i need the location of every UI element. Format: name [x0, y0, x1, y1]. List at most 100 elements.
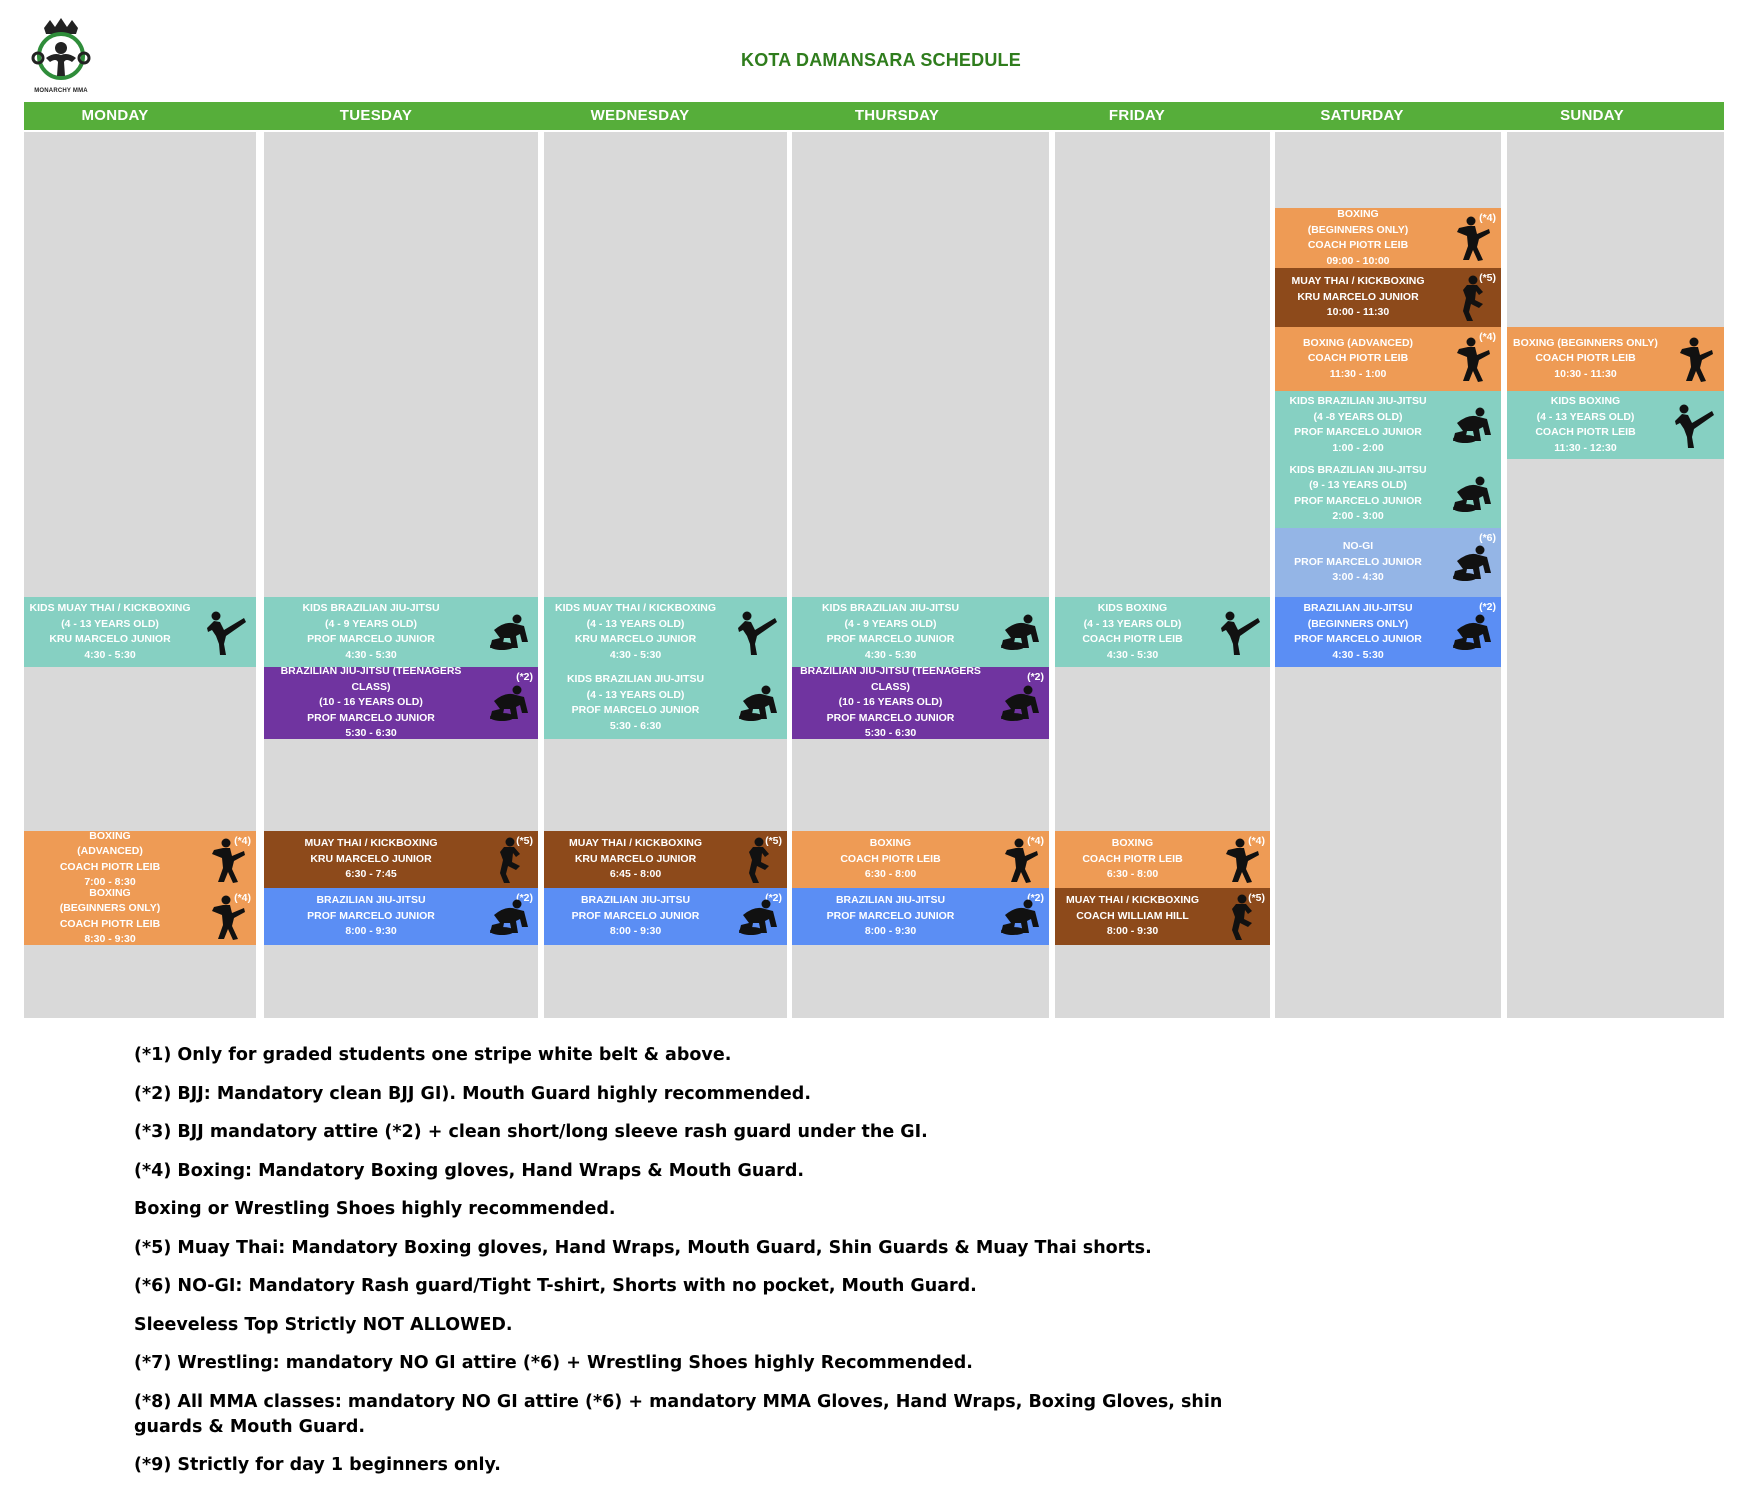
grappling-icon	[1449, 470, 1493, 518]
class-requirement-note: (*6)	[1479, 532, 1496, 544]
class-time: 4:30 - 5:30	[609, 648, 662, 661]
logo-caption: MONARCHY MMA	[34, 88, 88, 94]
attire-note: (*7) Wrestling: mandatory NO GI attire (…	[134, 1353, 973, 1373]
attire-notes: (*1) Only for graded students one stripe…	[134, 1043, 1254, 1492]
class-info: KIDS BRAZILIAN JIU-JITSU(4 - 13 YEARS OL…	[544, 667, 727, 739]
class-info: KIDS BRAZILIAN JIU-JITSU(4 - 9 YEARS OLD…	[792, 597, 989, 667]
boxer-icon	[1672, 335, 1716, 383]
class-time: 3:00 - 4:30	[1332, 571, 1384, 584]
boxer-icon	[997, 836, 1041, 884]
day-header-sunday: SUNDAY	[1560, 107, 1624, 124]
class-line: COACH PIOTR LEIB	[59, 860, 161, 873]
class-line: KRU MARCELO JUNIOR	[574, 852, 697, 865]
class-line: PROF MARCELO JUNIOR	[1294, 494, 1422, 507]
class-line: KIDS BOXING	[1097, 602, 1168, 614]
class-requirement-note: (*5)	[1248, 892, 1265, 904]
schedule-title: KOTA DAMANSARA SCHEDULE	[741, 50, 1021, 70]
class-line: (4 - 13 YEARS OLD)	[61, 617, 159, 630]
class-requirement-note: (*5)	[1479, 272, 1496, 284]
grappling-icon	[486, 893, 530, 941]
class-line: KRU MARCELO JUNIOR	[49, 633, 171, 645]
class-line: PROF MARCELO JUNIOR	[826, 711, 955, 724]
class-line: PROF MARCELO JUNIOR	[307, 909, 435, 922]
class-line: (4 -8 YEARS OLD)	[1313, 410, 1403, 423]
class-line: KIDS MUAY THAI / KICKBOXING	[554, 602, 717, 614]
grappling-icon	[997, 893, 1041, 941]
class-line: BRAZILIAN JIU-JITSU	[580, 894, 691, 907]
class-block: KIDS BRAZILIAN JIU-JITSU(4 - 13 YEARS OL…	[544, 667, 787, 739]
class-requirement-note: (*5)	[765, 835, 782, 847]
class-time: 10:00 - 11:30	[1326, 306, 1390, 319]
class-requirement-note: (*2)	[516, 671, 533, 683]
high-kick-icon	[735, 608, 779, 656]
day-column-sunday	[1507, 132, 1724, 1018]
class-block: KIDS BRAZILIAN JIU-JITSU(4 - 9 YEARS OLD…	[792, 597, 1049, 667]
class-requirement-note: (*4)	[234, 892, 251, 904]
class-line: BRAZILIAN JIU-JITSU (TEENAGERS CLASS)	[800, 667, 981, 693]
class-time: 6:45 - 8:00	[609, 868, 662, 881]
class-time: 5:30 - 6:30	[609, 719, 662, 732]
class-line: COACH PIOTR LEIB	[1082, 633, 1183, 645]
class-time: 6:30 - 8:00	[1106, 868, 1159, 881]
class-line: PROF MARCELO JUNIOR	[307, 633, 435, 645]
grappling-icon	[735, 679, 779, 727]
class-time: 4:30 - 5:30	[1332, 648, 1384, 661]
class-time: 8:00 - 9:30	[609, 925, 662, 938]
class-info: KIDS MUAY THAI / KICKBOXING(4 - 13 YEARS…	[24, 597, 196, 667]
class-line: PROF MARCELO JUNIOR	[571, 909, 700, 922]
class-time: 5:30 - 6:30	[864, 727, 917, 739]
grappling-icon	[1449, 401, 1493, 449]
class-line: (4 - 13 YEARS OLD)	[1083, 617, 1182, 630]
class-time: 7:00 - 8:30	[84, 876, 136, 888]
class-line: MUAY THAI / KICKBOXING	[1291, 275, 1425, 288]
class-line: (4 - 13 YEARS OLD)	[1536, 410, 1635, 423]
class-line: (BEGINNERS ONLY)	[59, 902, 161, 914]
day-header-thursday: THURSDAY	[854, 107, 940, 124]
class-info: BRAZILIAN JIU-JITSU (TEENAGERS CLASS)(10…	[264, 667, 478, 739]
class-line: KIDS BRAZILIAN JIU-JITSU	[1289, 463, 1427, 476]
class-line: KIDS BOXING	[1550, 395, 1621, 407]
knee-strike-icon	[1449, 274, 1493, 322]
class-requirement-note: (*4)	[1027, 835, 1044, 847]
boxer-icon	[1218, 836, 1262, 884]
class-line: (4 - 13 YEARS OLD)	[586, 688, 685, 701]
class-line: (4 - 13 YEARS OLD)	[586, 617, 685, 630]
class-time: 11:30 - 12:30	[1554, 441, 1617, 454]
class-time: 6:30 - 8:00	[864, 868, 917, 881]
class-line: KIDS BRAZILIAN JIU-JITSU	[1289, 395, 1427, 407]
class-info: BRAZILIAN JIU-JITSU(BEGINNERS ONLY)PROF …	[1275, 597, 1441, 667]
class-line: BOXING	[89, 888, 131, 899]
crown-fighter-icon	[31, 18, 91, 80]
class-time: 10:30 - 11:30	[1554, 367, 1617, 380]
attire-note: (*9) Strictly for day 1 beginners only.	[134, 1455, 501, 1475]
class-requirement-note: (*4)	[1479, 212, 1496, 224]
class-line: PROF MARCELO JUNIOR	[571, 704, 700, 716]
attire-note: Sleeveless Top Strictly NOT ALLOWED.	[134, 1314, 513, 1335]
class-info: BRAZILIAN JIU-JITSU PROF MARCELO JUNIOR 8:…	[544, 888, 727, 945]
day-header-wednesday: WEDNESDAY	[590, 107, 690, 124]
class-time: 4:30 - 5:30	[84, 648, 136, 661]
attire-note: (*2) BJJ: Mandatory clean BJJ GI). Mouth…	[134, 1083, 811, 1104]
class-line: KIDS BRAZILIAN JIU-JITSU	[821, 602, 960, 614]
class-block: KIDS MUAY THAI / KICKBOXING(4 - 13 YEARS…	[24, 597, 256, 667]
class-line: COACH PIOTR LEIB	[1082, 852, 1183, 865]
class-info: KIDS MUAY THAI / KICKBOXING (4 - 13 YEARS…	[544, 597, 727, 667]
boxer-icon	[204, 893, 248, 941]
class-line: BRAZILIAN JIU-JITSU (TEENAGERS CLASS)	[280, 667, 462, 693]
class-time: 8:30 - 9:30	[84, 933, 136, 945]
class-line: BOXING	[89, 831, 131, 842]
class-info: KIDS BRAZILIAN JIU-JITSU (4 -8 YEARS OLD)…	[1275, 391, 1441, 459]
